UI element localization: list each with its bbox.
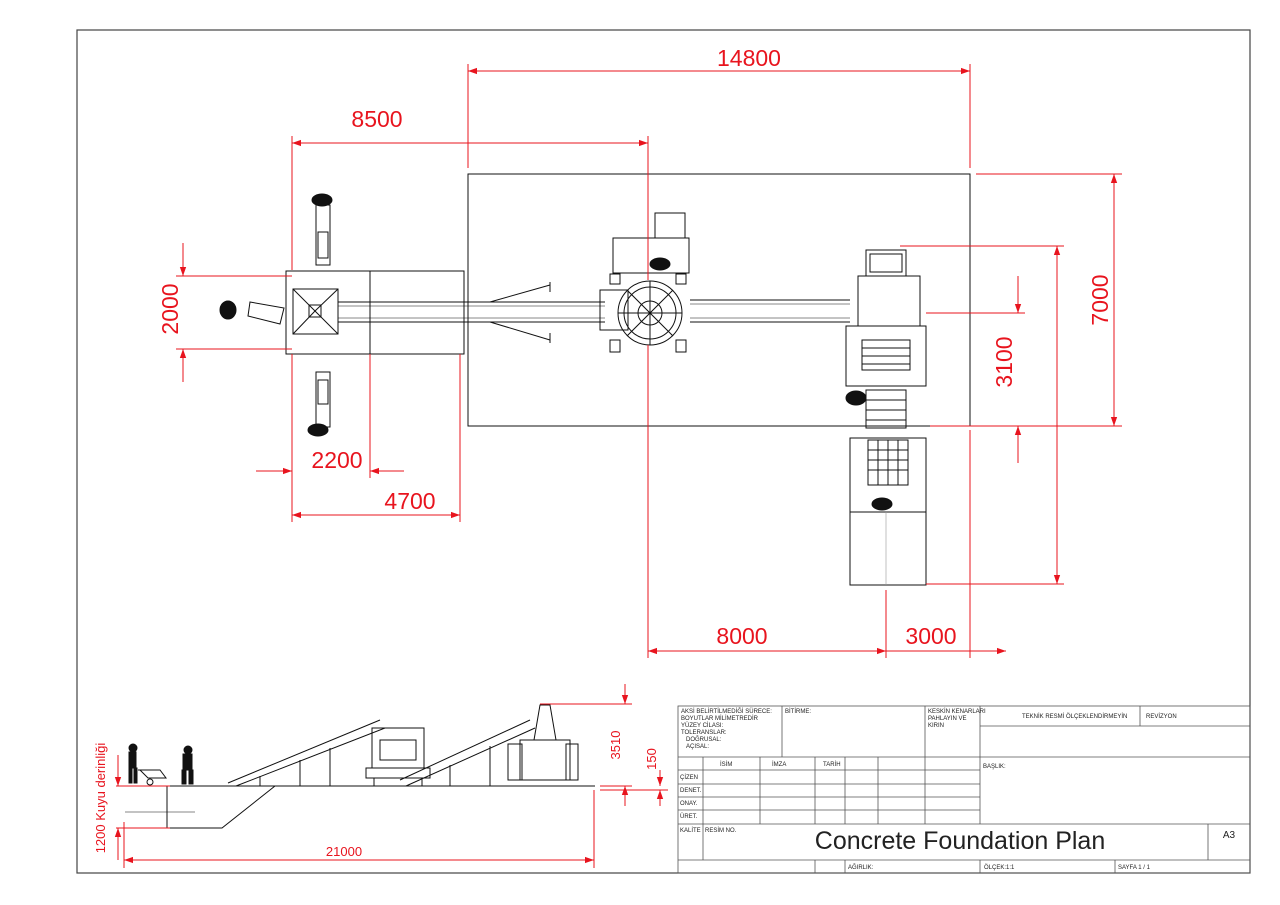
note-line: TOLERANSLAR:: [681, 730, 727, 736]
elevation-dimensions: [114, 684, 668, 868]
drawing-title: Concrete Foundation Plan: [815, 827, 1105, 855]
dim-2000: 2000: [157, 283, 183, 334]
row-approved: ONAY.: [680, 801, 698, 807]
plan-view: [219, 173, 971, 586]
title-block-notes: AKSİ BELİRTİLMEDİĞİ SÜRECE: BOYUTLAR MİL…: [681, 708, 772, 750]
discharge-conveyor: [690, 299, 850, 323]
note-line: DOĞRUSAL:: [686, 736, 722, 743]
main-foundation-slab: [467, 173, 971, 427]
scale-label: ÖLÇEK:1:1: [984, 864, 1015, 871]
col-name: İSİM: [720, 761, 732, 768]
output-pallet: [867, 439, 909, 486]
quality-label: KALİTE: [680, 827, 701, 834]
dim-well-depth: 1200 Kuyu derinliği: [93, 743, 108, 854]
drawing-no-label: RESİM NO.: [705, 827, 737, 834]
note-line: YÜZEY CİLASI:: [681, 722, 724, 729]
row-checked: DENET.: [680, 788, 702, 794]
note-line: AKSİ BELİRTİLMEDİĞİ SÜRECE:: [681, 708, 772, 715]
hopper-foundation: [285, 270, 465, 355]
note-line: BOYUTLAR MİLİMETREDİR: [681, 715, 759, 722]
col-signature: İMZA: [772, 761, 786, 768]
revision-label: REVİZYON: [1146, 713, 1177, 720]
edges-line: KESKİN KENARLARI: [928, 708, 986, 715]
weight-label: AĞIRLIK:: [848, 864, 874, 871]
plan-dimensions: [176, 64, 1122, 658]
finish-label: BİTİRME:: [785, 708, 811, 715]
vsi-crusher: [599, 212, 690, 353]
dim-3000: 3000: [905, 623, 956, 649]
dim-21000: 21000: [326, 844, 362, 859]
dim-3510: 3510: [608, 731, 623, 760]
no-scale-note: TEKNİK RESMİ ÖLÇEKLENDİRMEYİN: [1022, 713, 1127, 720]
feed-hopper: [292, 288, 339, 335]
dim-8000: 8000: [716, 623, 767, 649]
edges-line: KIRIN: [928, 723, 944, 729]
screen-unit: [845, 249, 927, 429]
heading-label: BAŞLIK:: [983, 764, 1006, 770]
dim-2200: 2200: [311, 447, 362, 473]
col-date: TARİH: [823, 761, 841, 768]
dim-8500: 8500: [351, 106, 402, 132]
row-drawn: ÇİZEN: [680, 774, 698, 781]
edges-line: PAHLAYIN VE: [928, 716, 966, 722]
worker-figures: [219, 193, 893, 511]
sheet-size: A3: [1223, 830, 1236, 841]
elevation-view: [125, 704, 595, 829]
page-label: SAYFA 1 / 1: [1118, 865, 1151, 871]
title-block-grid: [677, 705, 1251, 874]
dim-4700: 4700: [384, 488, 435, 514]
row-manufactured: ÜRET.: [680, 813, 698, 820]
dim-3100: 3100: [991, 336, 1017, 387]
dim-7000: 7000: [1087, 274, 1113, 325]
dim-150: 150: [644, 748, 659, 770]
sheet-border: [76, 29, 1251, 874]
note-line: AÇISAL:: [686, 744, 709, 750]
dim-14800: 14800: [717, 45, 781, 71]
feed-conveyor: [338, 282, 605, 343]
